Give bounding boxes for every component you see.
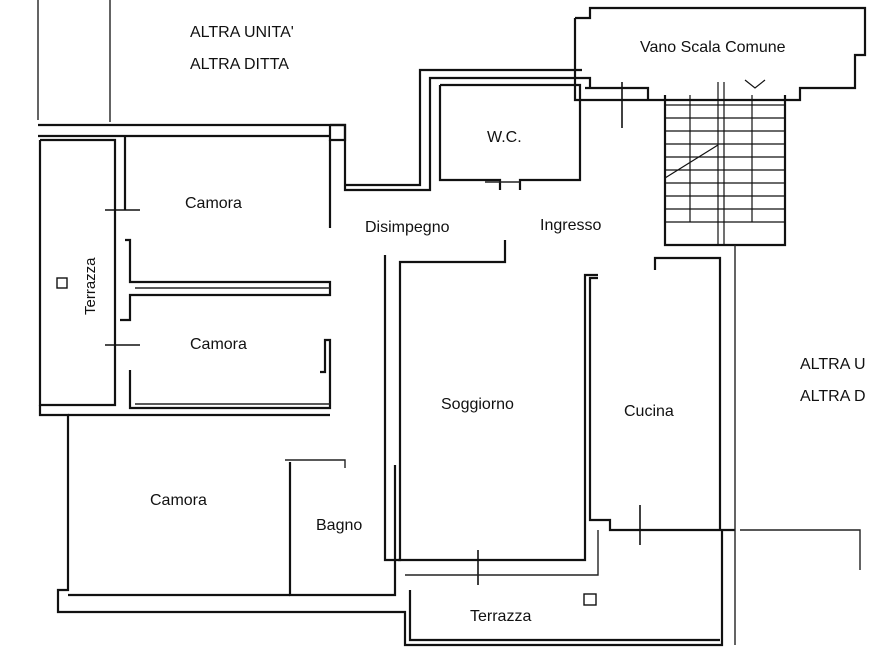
- label-other-unit-top-1: ALTRA UNITA': [190, 24, 294, 41]
- wc-wall-left: [438, 85, 502, 190]
- label-bedroom-2: Camora: [190, 336, 247, 353]
- upper-hall-wall: [330, 76, 592, 192]
- label-hall: Disimpegno: [365, 219, 450, 236]
- label-bedroom-1: Camora: [185, 195, 242, 212]
- bathroom-door: [285, 459, 346, 468]
- label-other-unit-top-2: ALTRA DITTA: [190, 56, 289, 73]
- stairwell: [573, 6, 867, 247]
- living-room: [383, 240, 598, 585]
- right-other-unit: [740, 529, 861, 570]
- outer-walls: [37, 0, 592, 407]
- living-bottom-right: [398, 273, 598, 562]
- lower-rooms: [38, 405, 735, 647]
- wc-room: [438, 83, 582, 190]
- lower-outer-wall: [38, 405, 735, 647]
- stair-steps: [664, 79, 785, 245]
- label-stairwell: Vano Scala Comune: [640, 39, 786, 56]
- living-left-wall: [383, 240, 507, 562]
- label-terrace-bottom: Terrazza: [470, 608, 531, 625]
- bed2-walls: [128, 338, 332, 410]
- label-bedroom-3: Camora: [150, 492, 207, 509]
- bathroom-walls: [288, 462, 397, 597]
- label-bathroom: Bagno: [316, 517, 362, 534]
- kitchen: [588, 245, 861, 645]
- kitchen-walls: [588, 256, 722, 532]
- label-terrace-left: Terrazza: [82, 257, 99, 315]
- bedrooms: [105, 136, 332, 410]
- stairwell-outline: [573, 6, 867, 102]
- terrace-bottom-pot-icon: [583, 593, 597, 606]
- label-other-unit-right-2: ALTRA D: [800, 388, 866, 405]
- terrace-bottom-outline: [408, 590, 720, 642]
- stairwell-entry: [585, 86, 650, 100]
- terraces: [56, 277, 720, 642]
- top-wall-bedroom: [38, 123, 347, 142]
- label-wc: W.C.: [487, 129, 522, 146]
- terrace-left-outline: [38, 138, 117, 407]
- label-entrance: Ingresso: [540, 217, 601, 234]
- label-kitchen: Cucina: [624, 403, 674, 420]
- terrace-left-pot-icon: [56, 277, 68, 289]
- label-other-unit-right-1: ALTRA U: [800, 356, 866, 373]
- label-living: Soggiorno: [441, 396, 514, 413]
- bed1-bed2-partition: [120, 238, 332, 322]
- wc-wall-right: [440, 83, 582, 190]
- terrace-bottom-inner: [405, 530, 599, 576]
- upper-hall-wall-outer: [345, 68, 582, 187]
